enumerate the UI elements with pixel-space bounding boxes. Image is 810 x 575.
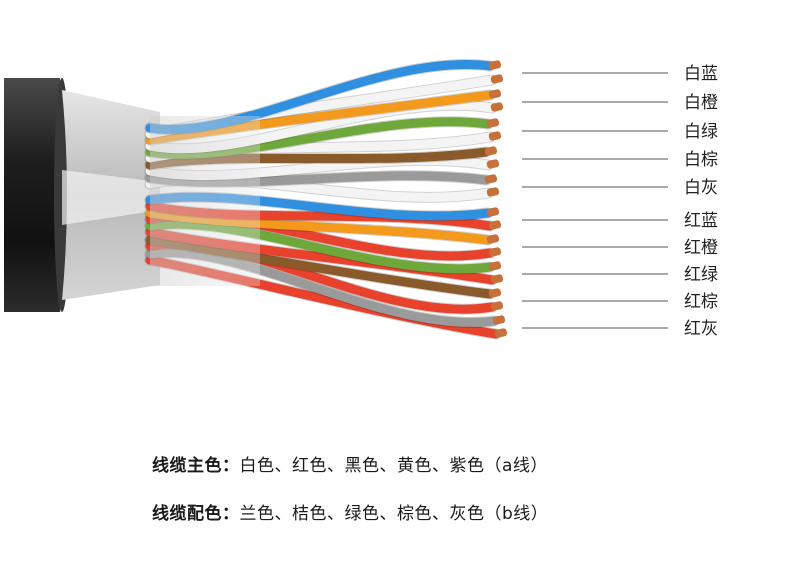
pair-label-white-gray: 白灰 <box>684 178 718 198</box>
secondary-color-caption: 线缆配色：兰色、桔色、绿色、棕色、灰色（b线） <box>152 499 548 524</box>
wire-white-orange-a-copper-tip <box>490 102 504 112</box>
pair-labels: 白蓝 白橙 白绿 白棕 白灰 红蓝 红橙 红绿 红棕 红灰 <box>684 64 718 339</box>
wire-white-green-b-copper-tip <box>486 118 500 128</box>
wire-white-green-a-copper-tip <box>488 131 502 141</box>
wire-white-gray-a-copper-tip <box>486 187 500 197</box>
wire-white-brown-a-copper-tip <box>486 159 500 169</box>
primary-color-caption: 线缆主色：白色、红色、黑色、黄色、紫色（a线） <box>152 451 548 476</box>
wire-red-orange-a-copper-tip <box>488 247 502 257</box>
pair-label-white-green: 白绿 <box>684 122 718 142</box>
wire-red-blue-b-copper-tip <box>486 207 500 217</box>
pair-label-red-blue: 红蓝 <box>684 211 718 231</box>
wire-red-brown-b-copper-tip <box>488 288 502 298</box>
wire-white-blue-a-copper-tip <box>490 74 504 84</box>
pair-label-red-green: 红绿 <box>684 265 718 285</box>
pair-label-red-brown: 红棕 <box>684 292 718 312</box>
secondary-color-value: 兰色、桔色、绿色、棕色、灰色（b线） <box>239 504 549 524</box>
wire-white-blue-b-copper-tip <box>488 60 502 70</box>
pair-label-white-blue: 白蓝 <box>684 64 718 84</box>
wire-white-gray-b-copper-tip <box>484 174 498 184</box>
wire-red-green-a-copper-tip <box>490 274 504 284</box>
inner-wrap <box>150 116 260 286</box>
primary-color-key: 线缆主色： <box>152 456 240 476</box>
wire-red-green-b-copper-tip <box>488 261 502 271</box>
wire-red-blue-a-copper-tip <box>488 220 502 230</box>
pair-label-white-brown: 白棕 <box>684 150 718 170</box>
wire-red-gray-b-copper-tip <box>492 315 506 325</box>
pair-label-red-gray: 红灰 <box>684 319 718 339</box>
wire-red-brown-a-copper-tip <box>490 301 504 311</box>
wire-white-orange-b-copper-tip <box>488 89 502 99</box>
pair-label-white-orange: 白橙 <box>684 93 718 113</box>
wire-red-orange-b-copper-tip <box>486 234 500 244</box>
wire-white-brown-b-copper-tip <box>484 146 498 156</box>
secondary-color-key: 线缆配色： <box>152 504 240 524</box>
label-leaders <box>522 72 668 329</box>
cable-shield <box>62 90 160 300</box>
primary-color-value: 白色、红色、黑色、黄色、紫色（a线） <box>239 456 548 476</box>
cable-jacket <box>4 78 70 312</box>
pair-label-red-orange: 红橙 <box>684 238 718 258</box>
wire-red-gray-a-copper-tip <box>494 328 508 338</box>
